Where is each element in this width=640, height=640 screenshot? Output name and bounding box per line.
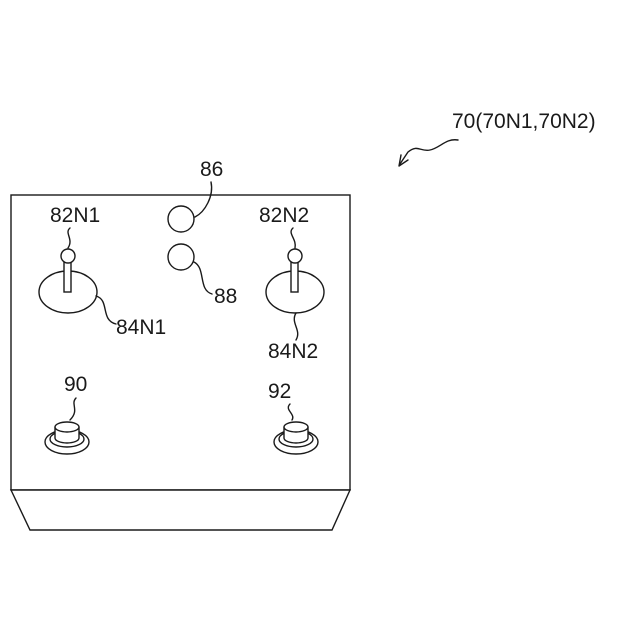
button-88-label: 88 (214, 285, 237, 308)
joystick-knob-left (61, 249, 75, 263)
assembly-label: 70(70N1,70N2) (452, 110, 596, 133)
joystick-right-label: 82N2 (259, 204, 309, 227)
joystick-knob-right (288, 249, 302, 263)
button-86 (168, 206, 194, 232)
assembly-leader-arrow (399, 140, 458, 166)
push-button-90-label: 90 (64, 373, 87, 396)
base-left-label: 84N1 (116, 316, 166, 339)
joystick-left-label: 82N1 (50, 204, 100, 227)
button-86-label: 86 (200, 158, 223, 181)
button-88 (168, 244, 194, 270)
push-button-92-label: 92 (268, 380, 291, 403)
base-right-label: 84N2 (268, 340, 318, 363)
